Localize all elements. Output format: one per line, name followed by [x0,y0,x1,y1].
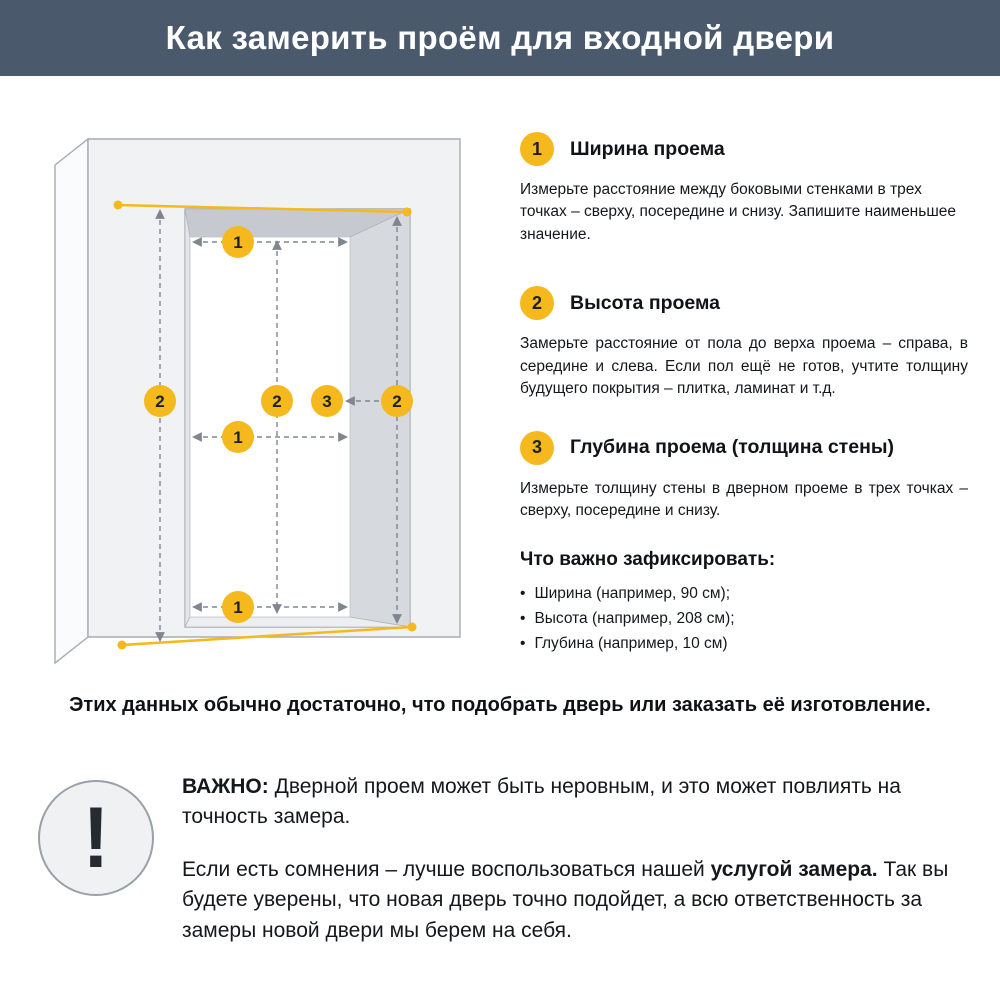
svg-text:1: 1 [233,233,242,252]
measure-line-dots [113,200,417,650]
bottom-measure-line [121,625,413,647]
checklist-item-depth-text: Глубина (например, 10 см) [534,634,728,652]
badge-depth: 3 [311,385,343,417]
height-arrows [155,209,402,642]
svg-text:2: 2 [392,392,401,411]
step-height-badge: 2 [520,286,554,321]
important-label: ВАЖНО: [182,775,269,798]
step-height-body: Замерьте расстояние от пола до верха про… [520,335,968,398]
bullet-icon: • [520,634,526,652]
svg-text:1: 1 [233,598,242,617]
svg-text:2: 2 [272,392,281,411]
instructions-column: 1 Ширина проема Измерьте расстояние межд… [520,132,968,656]
badge-height-middle: 2 [261,385,293,417]
svg-text:3: 3 [322,392,331,411]
step-width-header: 1 Ширина проема [520,132,968,166]
important-paragraph-2: Если есть сомнения – лучше воспользовать… [182,855,962,946]
badge-height-left: 2 [144,385,176,417]
checklist-item-depth: • Глубина (например, 10 см) [520,631,968,656]
step-width-badge: 1 [520,132,554,166]
checklist-item-width-text: Ширина (например, 90 см); [534,584,731,602]
badge-width-top: 1 [222,226,254,258]
exclamation-icon: ! [38,780,154,896]
checklist: • Ширина (например, 90 см); • Высота (на… [520,581,968,656]
step-width-body: Измерьте расстояние между боковыми стенк… [520,181,956,243]
step-depth-title: Глубина проема (толщина стены) [570,436,894,459]
checklist-item-height: • Высота (например, 208 см); [520,606,968,631]
top-measure-line [117,203,408,214]
step-depth-header: 3 Глубина проема (толщина стены) [520,430,968,465]
svg-text:1: 1 [233,428,242,447]
width-arrows [192,237,348,612]
checklist-item-width: • Ширина (например, 90 см); [520,581,968,606]
doorway-diagram: 1 1 1 2 2 2 3 [30,112,510,682]
summary-line: Этих данных обычно достаточно, что подоб… [69,694,931,716]
step-height-title: Высота проема [570,291,721,314]
header-bar: Как замерить проём для входной двери [0,0,1000,76]
bullet-icon: • [520,609,526,627]
step-depth-badge: 3 [520,430,554,465]
checklist-title: Что важно зафиксировать: [520,548,776,570]
checklist-item-height-text: Высота (например, 208 см); [534,609,735,627]
doorway-illustration: 1 1 1 2 2 2 3 [54,137,461,665]
badge-width-bottom: 1 [222,591,254,623]
step-depth-body: Измерьте толщину стены в дверном проеме … [520,479,968,520]
important-note-text: ВАЖНО: Дверной проем может быть неровным… [182,770,962,946]
important-paragraph-1: ВАЖНО: Дверной проем может быть неровным… [182,772,962,833]
badge-height-right: 2 [381,385,413,417]
badge-width-middle: 1 [222,421,254,453]
bullet-icon: • [520,584,526,602]
exclamation-glyph: ! [82,789,110,886]
step-width-title: Ширина проема [570,137,725,160]
step-height-header: 2 Высота проема [520,286,968,321]
measurement-service-label: услугой замера. [710,857,878,881]
important-text-2-end: Так вы будете уверены, что новая дверь т… [182,857,949,942]
important-note: ! ВАЖНО: Дверной проем может быть неровн… [38,770,962,946]
svg-text:2: 2 [155,392,164,411]
important-text-2-start: Если есть сомнения – лучше воспользовать… [182,857,711,881]
page-title: Как замерить проём для входной двери [165,19,835,56]
important-text-1: Дверной проем может быть неровным, и это… [182,775,901,829]
